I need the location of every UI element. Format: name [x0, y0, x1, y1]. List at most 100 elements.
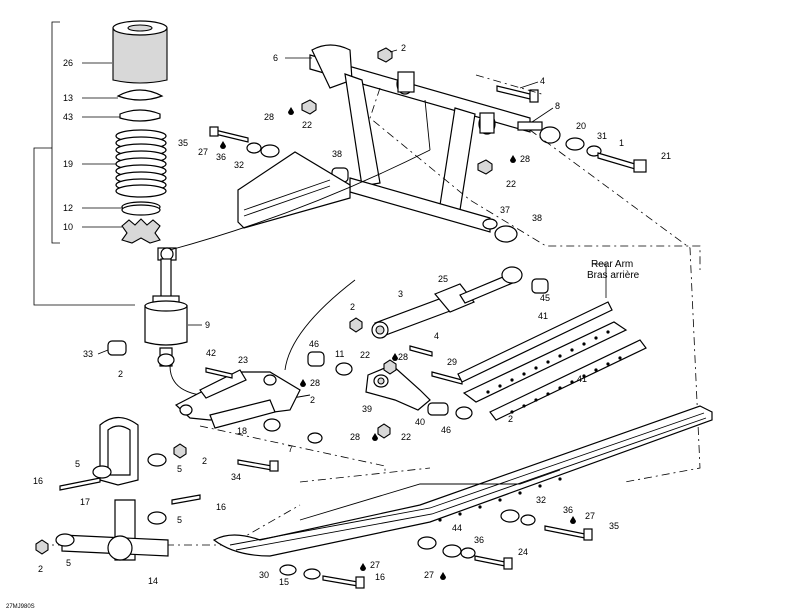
callout-31: 31 — [597, 131, 607, 141]
callout-28-e: 28 — [350, 432, 360, 442]
group-bracket — [33, 21, 135, 306]
shock-absorber — [144, 247, 188, 367]
callout-3: 3 — [398, 289, 403, 299]
callout-2-c: 2 — [118, 369, 123, 379]
callout-19: 19 — [63, 159, 73, 169]
callout-25: 25 — [438, 274, 448, 284]
callout-27-a: 27 — [198, 147, 208, 157]
callout-28-d: 28 — [310, 378, 320, 388]
callout-37: 37 — [500, 205, 510, 215]
callout-23: 23 — [238, 355, 248, 365]
callout-4-b: 4 — [434, 331, 439, 341]
callout-21: 21 — [661, 151, 671, 161]
callout-17: 17 — [80, 497, 90, 507]
callout-5-c: 5 — [177, 515, 182, 525]
callout-39: 39 — [362, 404, 372, 414]
callout-22-c: 22 — [360, 350, 370, 360]
callout-8: 8 — [555, 101, 560, 111]
callout-28-c: 28 — [398, 352, 408, 362]
callout-16-a: 16 — [33, 476, 43, 486]
callout-22-d: 22 — [401, 432, 411, 442]
rail-holes — [438, 477, 562, 522]
callout-46-a: 46 — [309, 339, 319, 349]
shock-spring-stack — [112, 20, 168, 244]
callout-27-c: 27 — [424, 570, 434, 580]
callout-33: 33 — [83, 349, 93, 359]
callout-40: 40 — [415, 417, 425, 427]
callout-13: 13 — [63, 93, 73, 103]
callout-27-d: 27 — [370, 560, 380, 570]
front-arm-hardware — [301, 47, 647, 175]
callout-11: 11 — [335, 349, 344, 359]
callout-29: 29 — [447, 357, 457, 367]
center-lines — [40, 74, 701, 546]
callout-38-a: 38 — [332, 149, 342, 159]
rear-arm-caption: Rear Arm Bras arrière — [587, 259, 640, 281]
callout-26: 26 — [63, 58, 73, 68]
rail-segment-front — [237, 151, 351, 229]
pivot-bracket — [174, 367, 301, 432]
front-arm — [309, 44, 543, 243]
callout-36-b: 36 — [563, 505, 573, 515]
rear-arm-links — [457, 263, 647, 421]
callout-18: 18 — [237, 426, 247, 436]
callout-34: 34 — [231, 472, 241, 482]
callout-16-c: 16 — [375, 572, 385, 582]
callout-43: 43 — [63, 112, 73, 122]
callout-35-b: 35 — [609, 521, 619, 531]
callout-2-g: 2 — [38, 564, 43, 574]
callout-45: 45 — [540, 293, 550, 303]
callout-38-b: 38 — [532, 213, 542, 223]
callout-36-a: 36 — [216, 152, 226, 162]
callout-labels: 26 13 43 19 12 10 9 33 6 2 4 8 28 22 35 … — [33, 43, 671, 587]
callout-28-a: 28 — [264, 112, 274, 122]
callout-30: 30 — [259, 570, 269, 580]
callout-5-a: 5 — [75, 459, 80, 469]
callout-42: 42 — [206, 348, 216, 358]
callout-20: 20 — [576, 121, 586, 131]
callout-14: 14 — [148, 576, 158, 586]
callout-5-d: 5 — [66, 558, 71, 568]
callout-36-c: 36 — [474, 535, 484, 545]
callout-22-a: 22 — [302, 120, 312, 130]
front-left-hardware — [209, 126, 280, 158]
callout-2-f: 2 — [202, 456, 207, 466]
callout-44: 44 — [452, 523, 462, 533]
callout-2-b: 2 — [350, 302, 355, 312]
callout-24: 24 — [518, 547, 528, 557]
callout-15: 15 — [279, 577, 289, 587]
front-arm-assembly — [35, 416, 323, 561]
callout-12: 12 — [63, 203, 73, 213]
callout-32-a: 32 — [234, 160, 244, 170]
rear-arm-label-fr: Bras arrière — [587, 270, 640, 281]
callout-10: 10 — [63, 222, 73, 232]
callout-9: 9 — [205, 320, 210, 330]
callout-35-a: 35 — [178, 138, 188, 148]
callout-46-b: 46 — [441, 425, 451, 435]
callout-2-d: 2 — [310, 395, 315, 405]
callout-32-b: 32 — [536, 495, 546, 505]
callout-2-a: 2 — [401, 43, 406, 53]
callout-6: 6 — [273, 53, 278, 63]
callout-2-e: 2 — [508, 414, 513, 424]
callout-7: 7 — [288, 444, 293, 454]
figure-code: 27MJ980S — [6, 604, 35, 610]
link-holes — [486, 330, 622, 414]
callout-4-a: 4 — [540, 76, 545, 86]
linkage — [307, 317, 473, 439]
oil-drop-markers — [220, 107, 576, 580]
callout-27-b: 27 — [585, 511, 595, 521]
leader-lines — [82, 49, 554, 355]
rear-shock — [371, 266, 549, 339]
callout-5-b: 5 — [177, 464, 182, 474]
rear-arm-label-en: Rear Arm — [591, 259, 633, 270]
callout-22-b: 22 — [506, 179, 516, 189]
slide-rail — [212, 405, 713, 589]
callout-16-b: 16 — [216, 502, 226, 512]
callout-28-b: 28 — [520, 154, 530, 164]
callout-41-a: 41 — [538, 311, 548, 321]
spring — [115, 129, 167, 198]
bushing-33 — [107, 340, 127, 356]
